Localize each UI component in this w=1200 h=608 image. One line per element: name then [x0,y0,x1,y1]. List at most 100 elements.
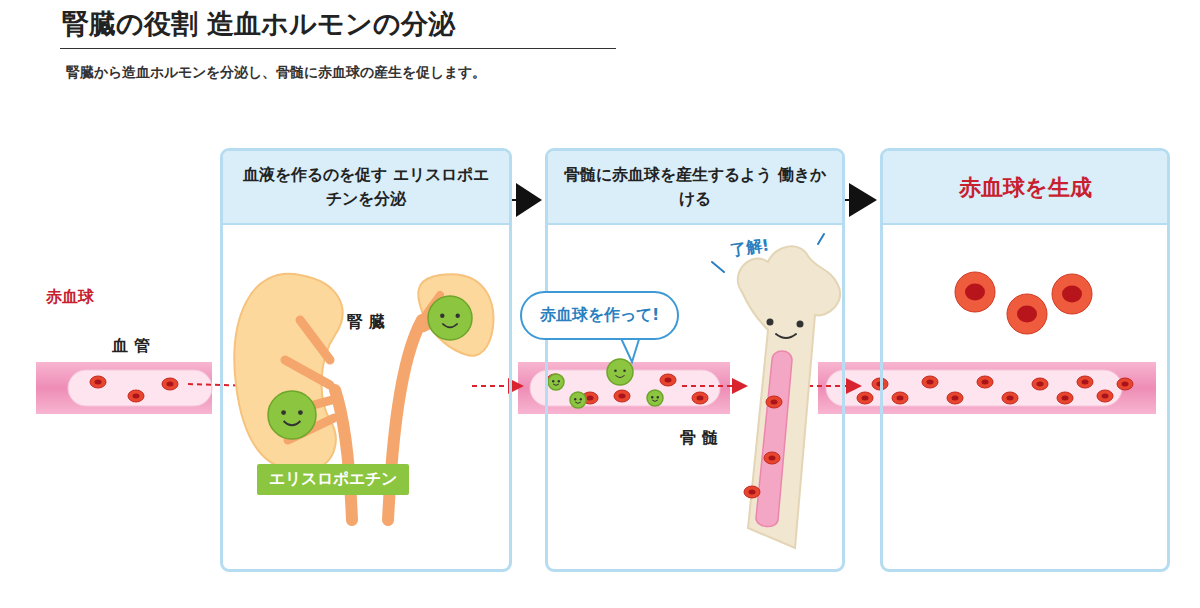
red-blood-cell [660,374,676,386]
epo-mouth [442,324,457,328]
erythropoietin-character [268,296,663,439]
title-rule [60,48,616,49]
red-blood-cell [90,376,106,388]
reply-marks [712,234,824,272]
cell-center [1007,396,1014,401]
epo-eye [552,380,554,382]
panel-heading: 血液を作るのを促す エリスロポエチンを分泌 [223,151,509,225]
epo-mouth [284,421,301,425]
title: 腎臓の役割 造血ホルモンの分泌 [62,6,455,42]
cell-center [749,490,756,495]
epo-eye [558,380,560,382]
red-blood-cell [744,486,760,498]
part-label: 了解! [729,235,771,261]
cell-center [952,396,959,401]
red-blood-cell [692,392,708,404]
step-arrow [845,183,877,217]
part-label: 腎臓 [347,312,391,333]
red-blood-cell [162,378,178,390]
bone [738,246,840,548]
cell-center [771,400,778,405]
red-blood-cell [1097,390,1113,402]
cell-center [665,378,672,383]
cell-center [1062,286,1082,303]
red-blood-cell [977,376,993,388]
cell-center [862,396,869,401]
red-blood-cell [1032,378,1048,390]
cell-center [769,456,776,461]
cell-center [95,380,102,385]
arrow-head [516,183,542,217]
red-blood-cell [1077,376,1093,388]
epo-eye [614,369,617,372]
cell-center [1102,394,1109,399]
epo-mouth [553,384,559,385]
red-blood-cell [614,390,630,402]
cell-center [982,380,989,385]
cell-center [927,380,934,385]
panel-heading: 骨髄に赤血球を産生するよう 働きかける [548,151,842,225]
node-text: 赤血球を作って! [540,305,659,326]
red-blood-cell [892,392,908,404]
caption: 腎臓から造血ホルモンを分泌し、骨髄に赤血球の産生を促します。 [66,64,486,82]
part-label: 赤血球 [46,287,94,308]
cell-center [1037,382,1044,387]
epo-eye [440,314,444,318]
arrow-shaft [845,199,849,201]
red-blood-cells [90,272,1133,498]
epo-eye [651,396,653,398]
kidney [234,274,493,471]
cell-center [897,396,904,401]
cell-center [587,396,594,401]
cell-center [133,394,140,399]
epo-eye [574,398,576,400]
epo-body [548,374,564,390]
epo-eye [298,410,303,415]
epo-body [607,359,633,385]
step-arrow [512,183,542,217]
arrow-shaft [512,199,516,201]
part-label: 骨髄 [680,428,724,449]
epo-eye [281,410,286,415]
cell-center [167,382,174,387]
epo-body [570,392,586,408]
node-text: エリスロポエチン [269,469,397,490]
part-label: 血管 [112,336,156,357]
red-blood-cell [128,390,144,402]
epo-eye [580,398,582,400]
red-blood-cell [857,392,873,404]
blood-vessel [818,362,1156,414]
red-blood-cell [764,452,780,464]
cell-center [619,394,626,399]
red-blood-cell [947,392,963,404]
red-blood-cell [1057,392,1073,404]
epo-mouth [652,400,658,401]
red-blood-cell [1117,378,1133,390]
epo-body [647,390,663,406]
speech-bubble: 赤血球を作って! [520,291,679,340]
process-panel: 骨髄に赤血球を産生するよう 働きかける赤血球を作って! [545,148,845,572]
panel-heading: 赤血球を生成 [883,151,1167,225]
bone-face [768,320,803,339]
name-tag: エリスロポエチン [257,464,409,495]
red-blood-cell [1002,392,1018,404]
red-blood-cell [1052,274,1092,314]
epo-mouth [575,402,581,403]
epo-body [268,391,316,439]
epo-eye [456,314,460,318]
epo-eye [657,396,659,398]
process-panel: 血液を作るのを促す エリスロポエチンを分泌エリスロポエチン [220,148,512,572]
blood-vessel [36,362,212,414]
cell-center [1062,396,1069,401]
process-panel: 赤血球を生成 [880,148,1170,572]
cell-center [1017,306,1037,323]
red-blood-cell [1007,294,1047,334]
cell-center [965,284,985,301]
epo-eye [623,369,626,372]
cell-center [1122,382,1129,387]
red-blood-cell [955,272,995,312]
blood-vessel [518,362,730,414]
epo-mouth [615,375,624,377]
epo-body [428,296,472,340]
